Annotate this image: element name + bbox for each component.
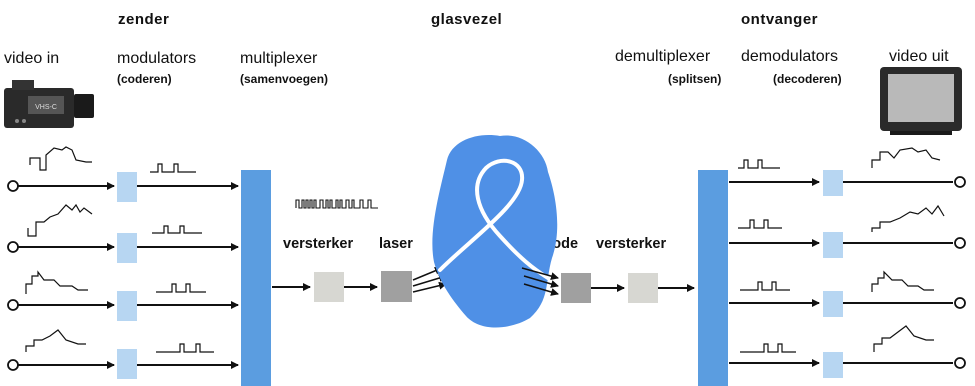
amplifier-box-rx [628, 273, 658, 303]
channel-1-out [729, 148, 965, 196]
demodulator-box-3 [823, 291, 843, 317]
amplifier-box-tx [314, 272, 344, 302]
output-channels [729, 148, 965, 378]
demodulator-box-1 [823, 170, 843, 196]
multiplexer-bar [241, 170, 271, 386]
demodulator-box-4 [823, 352, 843, 378]
channel-2-in [8, 205, 238, 263]
modulator-box-2 [117, 233, 137, 263]
channel-3-in [8, 272, 238, 321]
photodiode-box [561, 273, 591, 303]
modulator-box-1 [117, 172, 137, 202]
modulator-box-3 [117, 291, 137, 321]
camcorder-icon: VHS-C [4, 80, 94, 128]
laser-box [381, 271, 412, 302]
demultiplexer-bar [698, 170, 728, 386]
input-channels [8, 147, 238, 379]
modulator-box-4 [117, 349, 137, 379]
channel-4-out [729, 326, 965, 378]
camera-badge: VHS-C [35, 104, 57, 111]
channel-1-in [8, 147, 238, 202]
pulse-train [296, 200, 378, 208]
tv-icon [880, 67, 962, 135]
demodulator-box-2 [823, 232, 843, 258]
channel-4-in [8, 330, 238, 379]
channel-2-out [729, 206, 965, 258]
channel-3-out [729, 272, 965, 317]
